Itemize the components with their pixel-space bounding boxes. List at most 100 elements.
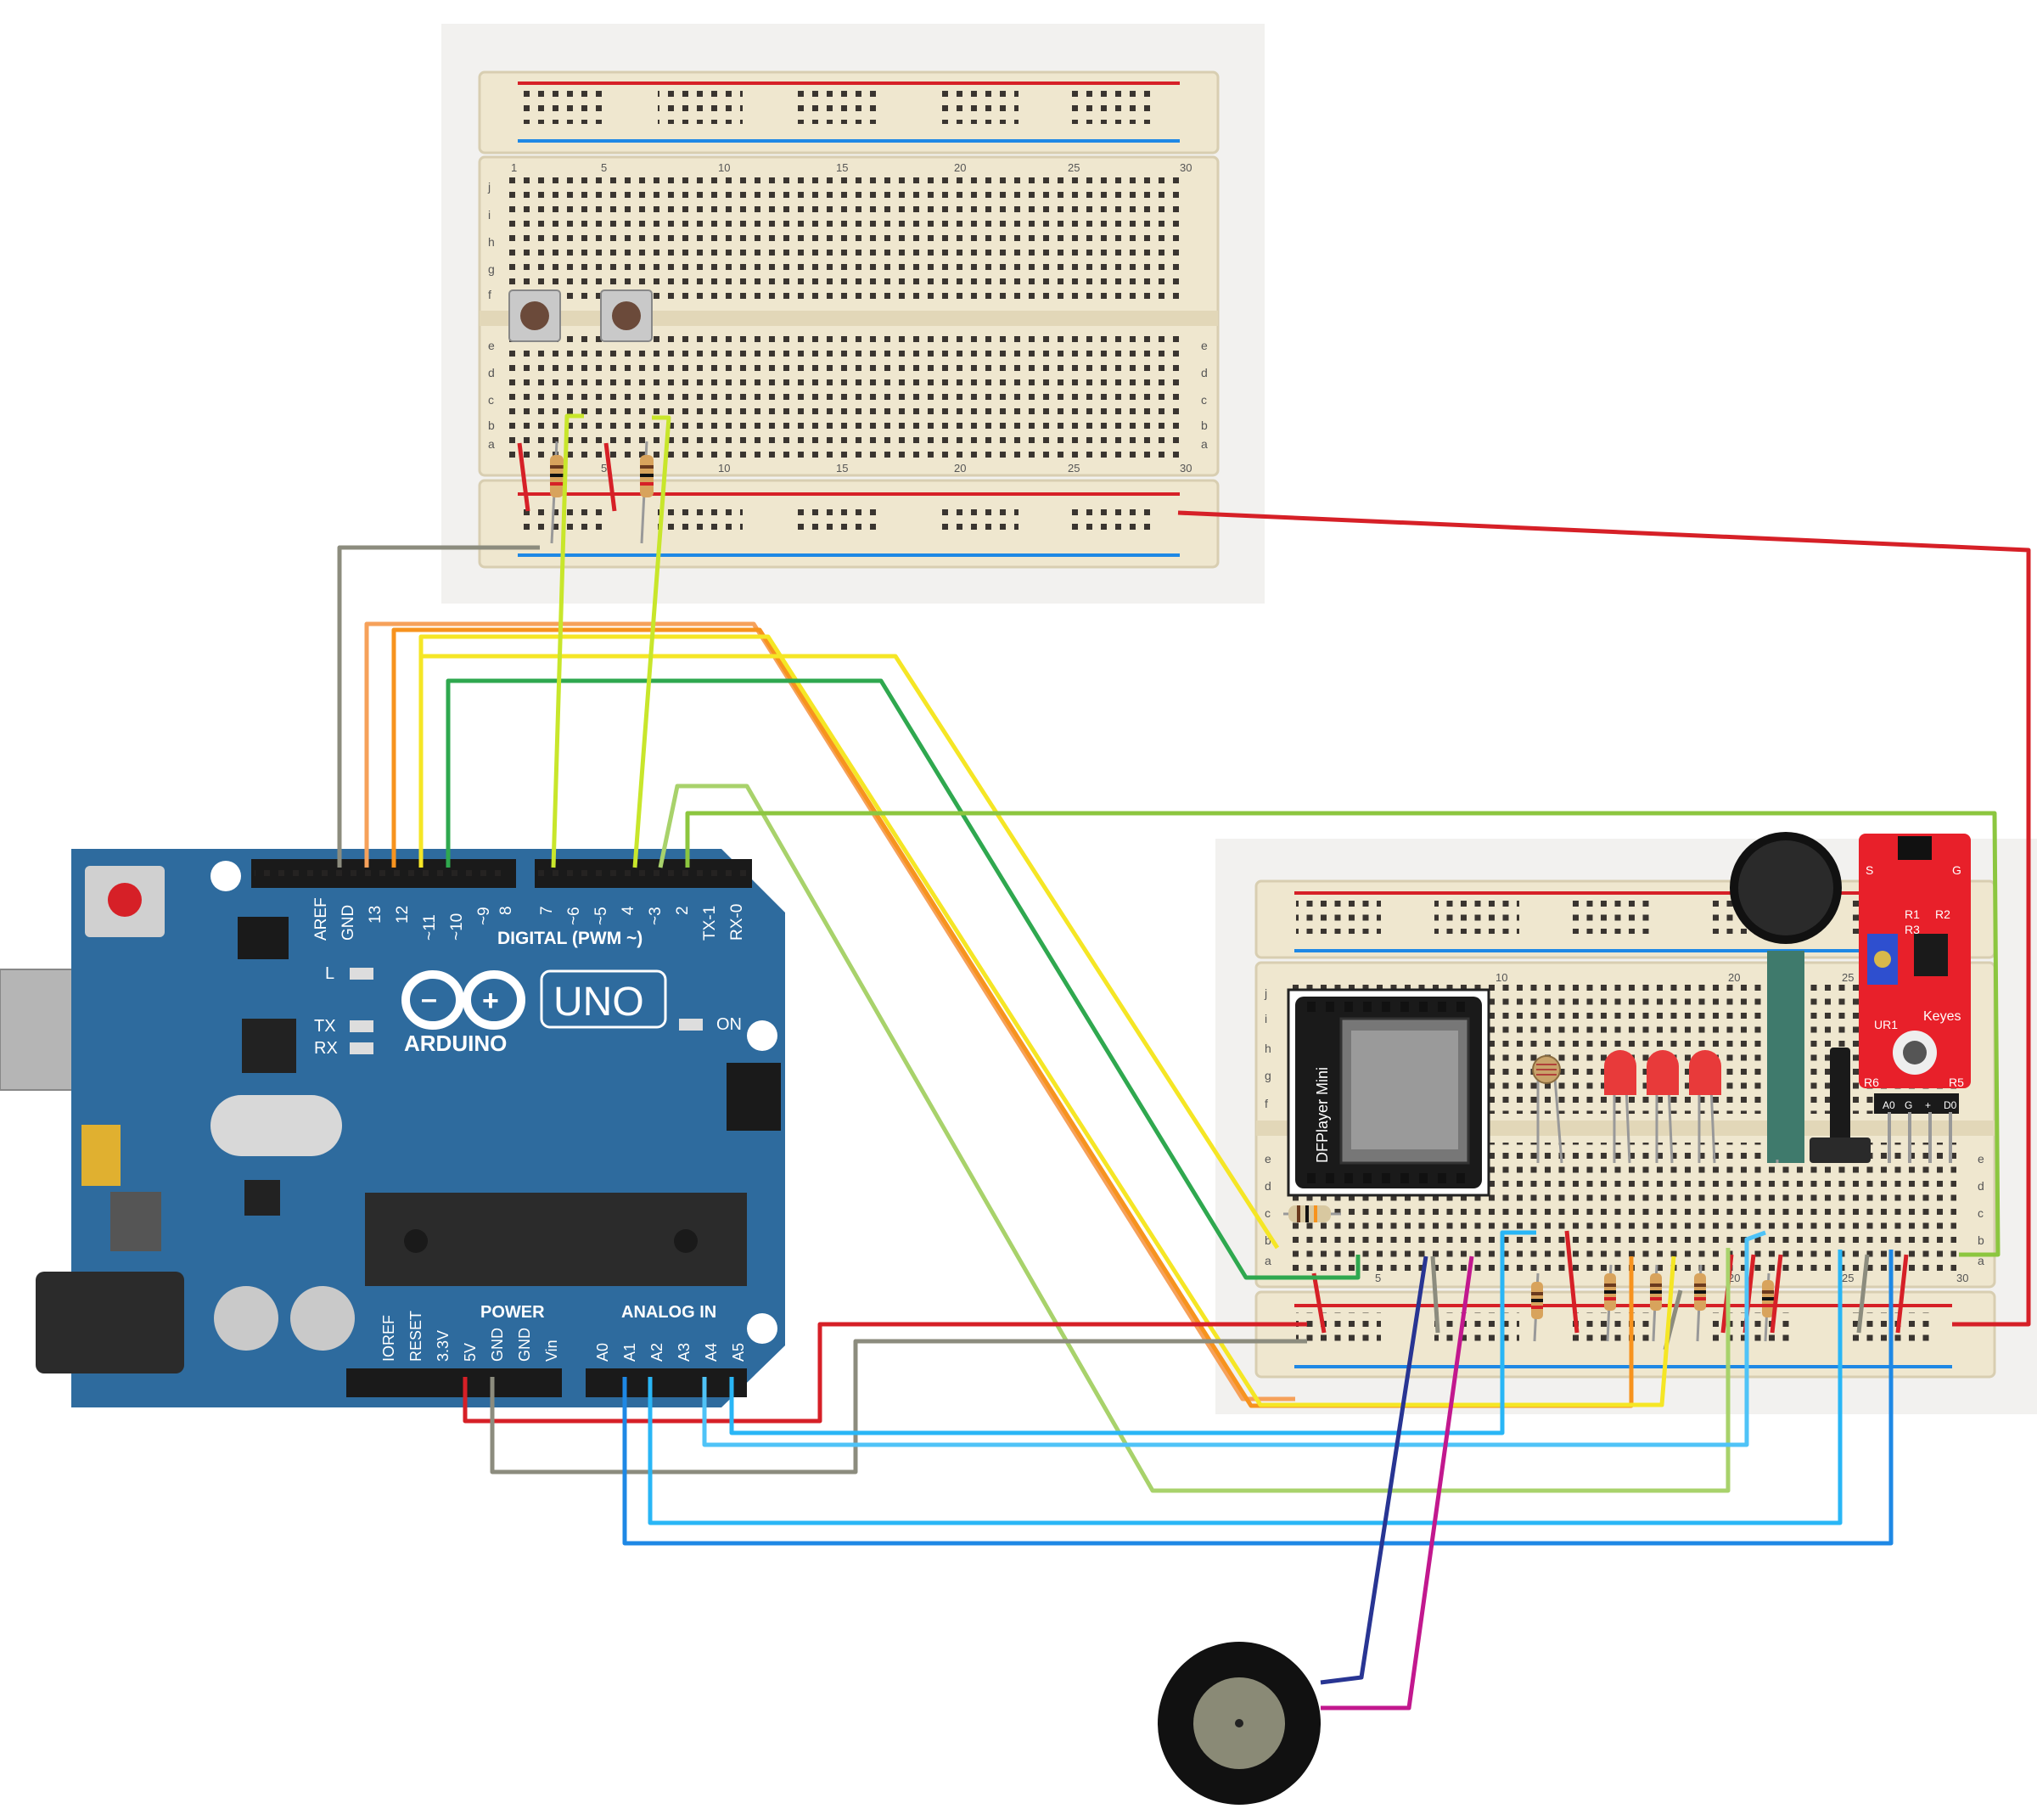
- wire-red-power: [1177, 510, 2031, 1327]
- resistor: [1650, 1264, 1662, 1342]
- column-number: 20: [954, 462, 966, 475]
- led-label: TX: [314, 1017, 336, 1036]
- wire-blue-a1: [622, 1250, 1894, 1546]
- capacitor: [290, 1286, 355, 1351]
- module-label: UR1: [1874, 1018, 1898, 1031]
- wire-orange-12: [391, 627, 1634, 1408]
- jumper-wire: [517, 442, 530, 512]
- module-brand: Keyes: [1923, 1009, 1961, 1024]
- dfplayer-mini-module: DFPlayer Mini: [1287, 988, 1490, 1197]
- capacitor: [214, 1286, 278, 1351]
- pin-label: 12: [394, 906, 412, 924]
- svg-text:–: –: [421, 983, 437, 1015]
- led-red: [1689, 1050, 1721, 1164]
- power-jack: [36, 1272, 184, 1373]
- pin-label: GND: [489, 1328, 506, 1362]
- crystal-oscillator: [210, 1095, 342, 1156]
- column-number: 5: [1375, 1272, 1381, 1284]
- resistor: [550, 441, 564, 544]
- row-letter: j: [487, 180, 491, 194]
- pushbutton-1[interactable]: [508, 289, 561, 342]
- row-letter: f: [488, 288, 491, 301]
- column-number: 20: [1728, 971, 1740, 984]
- led-label: ON: [716, 1015, 742, 1034]
- row-letter: i: [488, 208, 491, 222]
- column-number: 30: [1956, 1272, 1968, 1284]
- row-letter: g: [1265, 1069, 1271, 1082]
- module-pin: A0: [1883, 1099, 1895, 1111]
- pin-label: A5: [730, 1343, 747, 1362]
- model-name: UNO: [553, 980, 644, 1025]
- pin-label: 3.3V: [435, 1330, 452, 1362]
- wire-lightblue-a4: [702, 1230, 1766, 1447]
- arduino-logo: [401, 970, 525, 1030]
- module-pin: D0: [1944, 1099, 1957, 1111]
- resistor: [1604, 1264, 1616, 1342]
- pin-label: 4: [620, 906, 637, 915]
- pin-label: A3: [676, 1343, 693, 1362]
- led-red: [1647, 1050, 1679, 1164]
- pin-label: A0: [594, 1343, 611, 1362]
- row-letter: a: [1201, 437, 1208, 451]
- row-letter: j: [1264, 986, 1267, 1000]
- column-number: 10: [718, 462, 730, 475]
- module-label: G: [1952, 863, 1961, 877]
- resistor: [1762, 1272, 1774, 1342]
- analog-label: ANALOG IN: [621, 1303, 716, 1322]
- column-number: 1: [511, 161, 517, 174]
- pin-label: A2: [648, 1343, 665, 1362]
- column-number: 25: [1068, 462, 1080, 475]
- resistor: [1531, 1272, 1543, 1342]
- row-letter: c: [1201, 393, 1207, 407]
- module-label: R3: [1905, 923, 1920, 936]
- row-letter: e: [1201, 339, 1208, 352]
- svg-text:+: +: [482, 985, 499, 1017]
- wire-lightblue-a2: [648, 1250, 1843, 1525]
- wire-gray-gnd: [337, 545, 540, 868]
- row-letter: b: [1265, 1233, 1271, 1247]
- module-label: R5: [1949, 1076, 1964, 1089]
- pin-label: IOREF: [380, 1315, 397, 1362]
- power-header: [346, 1368, 562, 1397]
- row-letter: i: [1265, 1012, 1267, 1025]
- wire-sage-3: [658, 784, 1731, 1493]
- pin-label: GND: [516, 1328, 533, 1362]
- pin-label: 13: [367, 906, 384, 924]
- speaker: [1158, 1642, 1321, 1805]
- module-pin: G: [1905, 1099, 1912, 1111]
- keyes-sensor-module: S G R1 R2 R3 R6 R5 UR1 Keyes A0 G + D0: [1859, 834, 1971, 1163]
- module-label: R2: [1935, 907, 1950, 921]
- pin-label: 7: [538, 906, 556, 915]
- row-letter: b: [488, 418, 495, 432]
- row-letter: h: [488, 235, 495, 249]
- row-letter: a: [488, 437, 495, 451]
- column-number: 10: [718, 161, 730, 174]
- wire-lightgreen-2: [685, 811, 2001, 1257]
- module-label: S: [1866, 863, 1873, 877]
- pin-label: A4: [703, 1343, 720, 1362]
- row-letter: h: [1265, 1042, 1271, 1055]
- column-number: 25: [1842, 1272, 1854, 1284]
- wire-gray-gnd2: [490, 1339, 1307, 1475]
- usb-chip: [242, 1019, 296, 1073]
- analog-header: [586, 1368, 747, 1397]
- pin-label: RESET: [407, 1311, 424, 1362]
- row-letter: f: [1265, 1097, 1268, 1110]
- module-pin: +: [1925, 1099, 1931, 1111]
- dfplayer-label: DFPlayer Mini: [1314, 1067, 1331, 1163]
- wire-red-5v: [463, 1322, 1307, 1424]
- row-letter: b: [1978, 1233, 1984, 1247]
- column-number: 5: [601, 462, 607, 475]
- pin-label: Vin: [543, 1340, 560, 1362]
- column-number: 5: [601, 161, 607, 174]
- column-number: 10: [1495, 971, 1507, 984]
- reset-button[interactable]: [108, 883, 142, 917]
- row-letter: c: [488, 393, 494, 407]
- column-number: 15: [836, 161, 848, 174]
- pin-label: ~3: [647, 907, 665, 925]
- pushbutton-2[interactable]: [600, 289, 653, 342]
- led-label: RX: [314, 1039, 338, 1058]
- row-letter: c: [1978, 1206, 1984, 1220]
- row-letter: d: [1201, 366, 1208, 379]
